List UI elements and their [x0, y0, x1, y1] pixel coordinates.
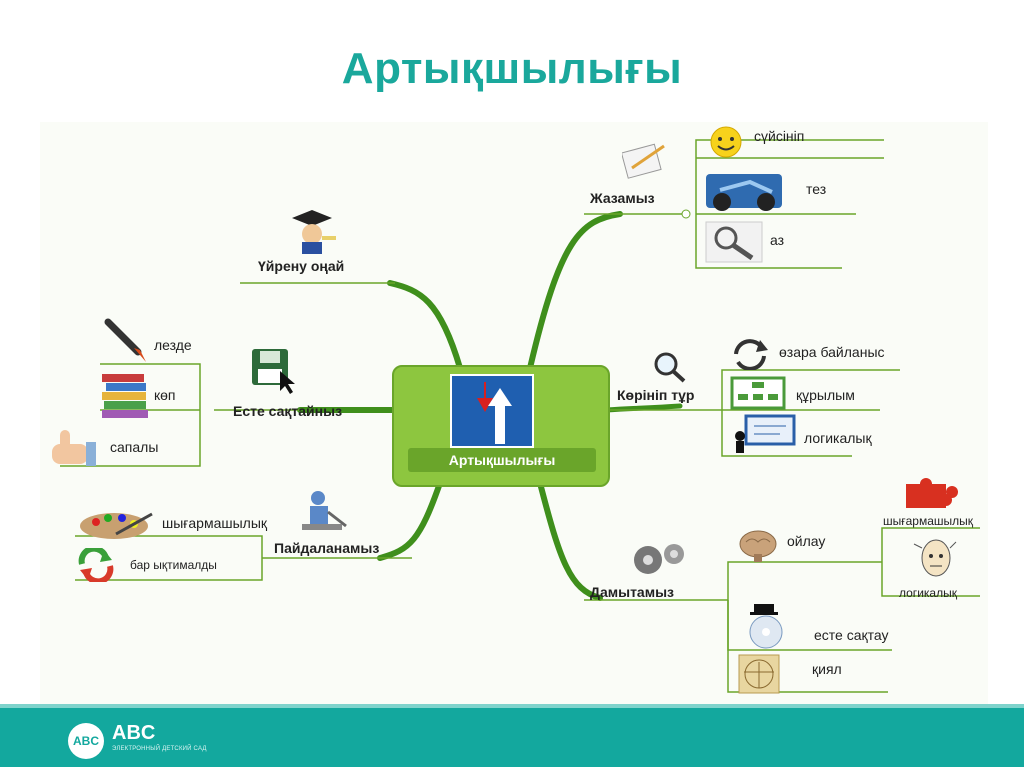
palette-icon: [76, 508, 156, 547]
item-suisinip: сүйсініп: [754, 128, 804, 144]
search-magnifier-icon: [652, 350, 688, 389]
item-tez: тез: [806, 181, 826, 197]
item-sapaly: сапалы: [110, 439, 158, 455]
presentation-board-icon: [730, 414, 798, 459]
item-lezde: лезде: [154, 337, 192, 353]
center-node-label: Артықшылығы: [408, 448, 596, 472]
item-ozara-bailanys: өзара байланыс: [779, 344, 885, 360]
recycle-arrows-icon: [76, 548, 116, 587]
graduate-icon: [282, 208, 342, 261]
org-chart-icon: [730, 376, 786, 415]
vitruvian-icon: [738, 654, 780, 699]
item-logikalyk: логикалық: [804, 430, 872, 446]
branch-label-este: Есте сақтайныз: [233, 403, 342, 419]
item-oilau: ойлау: [787, 533, 825, 549]
brain-icon: [736, 528, 780, 567]
item-este-saktau: есте сақтау: [814, 627, 889, 643]
item-shygarmashylyk: шығармашылық: [162, 515, 267, 531]
branch-label-paidalanamyz: Пайдаланамыз: [274, 540, 379, 556]
worker-icon: [294, 488, 354, 539]
abc-logo-title: ABC: [112, 722, 155, 745]
thinking-head-icon: [910, 534, 960, 585]
branch-label-damytamyz: Дамытамыз: [590, 584, 674, 600]
item-kiyal: қиял: [812, 661, 842, 677]
magnifier-icon: [704, 220, 764, 269]
item-az: аз: [770, 232, 784, 248]
notepad-icon: [622, 140, 668, 185]
cartoon-cd-icon: [736, 600, 794, 655]
item-bar-yktimaldy: бар ықтималды: [130, 558, 217, 572]
abc-logo-badge: ABC: [68, 723, 104, 759]
subitem-shygarmashylyk: шығармашылық: [883, 514, 973, 528]
floppy-disk-icon: [250, 347, 302, 400]
item-kurylym: құрылым: [796, 387, 855, 403]
gears-icon: [624, 536, 700, 585]
pen-icon: [100, 318, 150, 369]
books-icon: [98, 370, 152, 427]
branch-label-uirenu: Үйрену оңай: [258, 258, 344, 274]
puzzle-piece-icon: [902, 474, 962, 515]
abc-logo-subtitle: ЭЛЕКТРОННЫЙ ДЕТСКИЙ САД: [112, 746, 207, 752]
branch-label-zhazamyz: Жазамыз: [590, 190, 655, 206]
branch-label-korinip: Көрініп тұр: [617, 387, 694, 403]
motorcycle-icon: [700, 168, 790, 219]
item-kop: көп: [154, 387, 176, 403]
road-sign-icon: [450, 374, 534, 448]
subitem-logikalyk: логикалық: [899, 586, 957, 600]
thumbs-up-icon: [46, 428, 100, 473]
cycle-arrows-icon: [730, 336, 770, 375]
smiley-icon: [706, 126, 746, 163]
